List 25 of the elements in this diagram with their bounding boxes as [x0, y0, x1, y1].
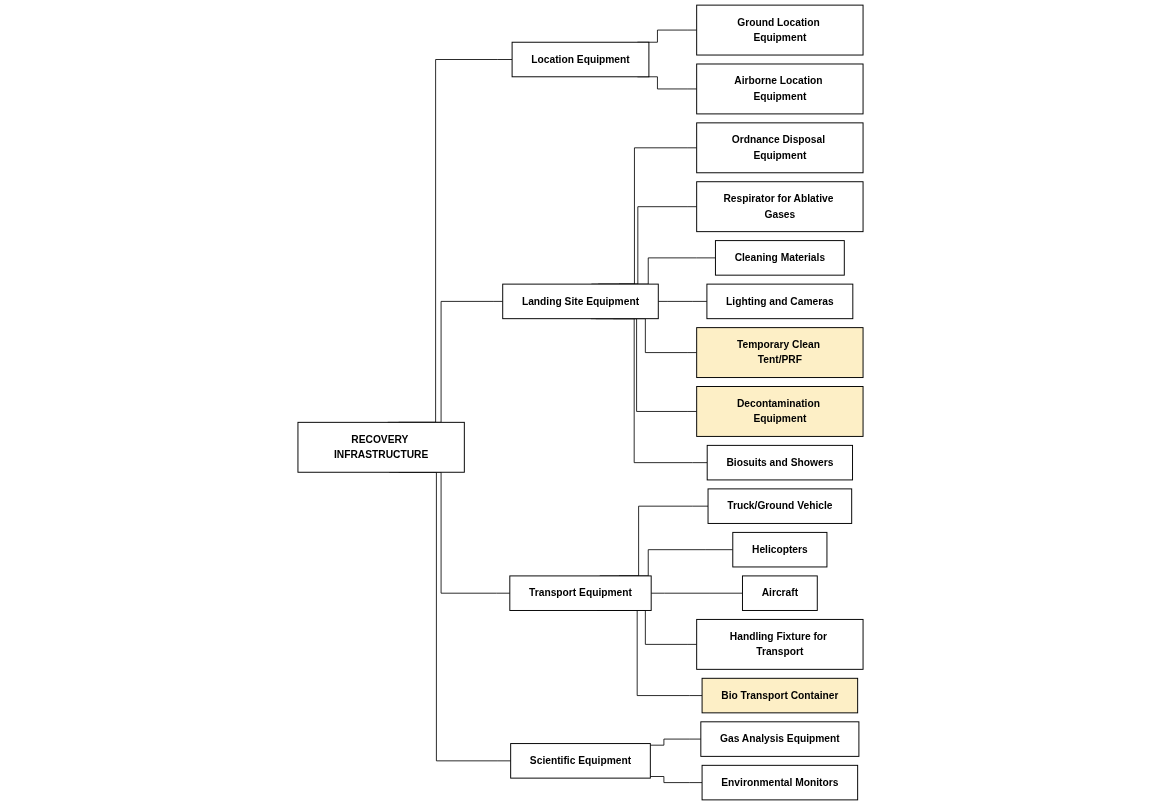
connector	[657, 301, 708, 302]
node-box: Biosuits and Showers	[706, 444, 853, 481]
node-box: Ground Location Equipment	[696, 4, 864, 56]
node-box: Transport Equipment	[509, 575, 652, 611]
node-box: Scientific Equipment	[510, 743, 651, 779]
node-box: Temporary Clean Tent/PRF	[696, 327, 864, 379]
connector	[649, 776, 703, 783]
connector	[650, 592, 743, 594]
node-box: Handling Fixture for Transport	[696, 618, 864, 670]
connector	[649, 738, 702, 746]
node-box: Cleaning Materials	[714, 240, 845, 276]
node-box: Truck/Ground Vehicle	[707, 488, 853, 524]
node-box: RECOVERY INFRASTRUCTURE	[297, 421, 465, 473]
node-box: Environmental Monitors	[701, 764, 859, 801]
node-box: Helicopters	[732, 531, 828, 568]
node-box: Ordnance Disposal Equipment	[696, 122, 864, 174]
node-box: Landing Site Equipment	[502, 283, 659, 320]
node-box: Decontamination Equipment	[696, 386, 864, 437]
node-box: Airborne Location Equipment	[696, 63, 864, 115]
node-box: Gas Analysis Equipment	[700, 721, 860, 757]
node-box: Bio Transport Container	[701, 677, 859, 714]
node-box: Respirator for Ablative Gases	[696, 181, 864, 233]
node-box: Location Equipment	[511, 41, 650, 78]
node-box: Aircraft	[742, 575, 818, 611]
node-box: Lighting and Cameras	[706, 283, 854, 320]
